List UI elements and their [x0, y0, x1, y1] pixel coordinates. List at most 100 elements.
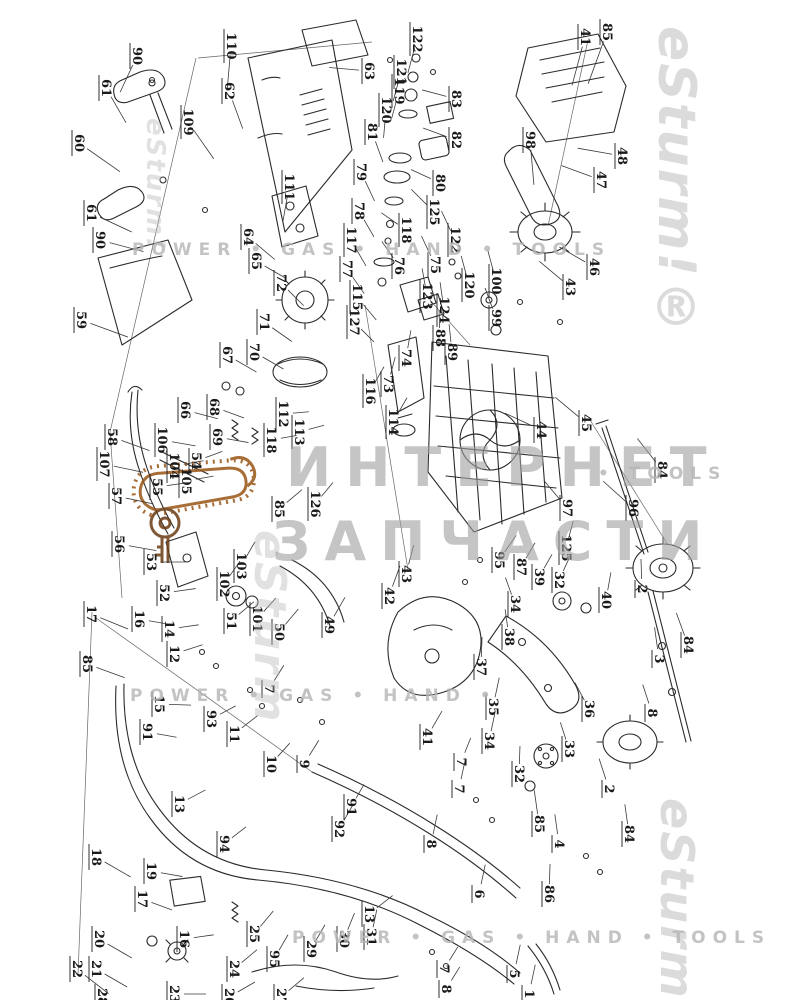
part-washer: [398, 109, 418, 119]
part-cover: [97, 239, 193, 346]
part-bolt: [235, 386, 245, 396]
part-number-callout: 61: [83, 200, 98, 226]
part-number-label: 6: [471, 889, 486, 898]
part-number-callout: 49: [321, 612, 336, 638]
part-number-callout: 103: [233, 549, 248, 583]
part-number-callout: 106: [154, 423, 169, 457]
part-number-callout: 90: [92, 227, 107, 253]
leader-line: [343, 804, 354, 821]
part-number-label: 8: [644, 708, 659, 717]
part-number-label: 37: [473, 658, 488, 676]
part-tube-end: [527, 943, 561, 995]
part-number-label: 34: [481, 732, 496, 750]
part-number-label: 18: [88, 848, 103, 866]
part-number-callout: 82: [448, 127, 463, 153]
part-number-callout: 16: [131, 606, 146, 632]
part-number-callout: 31: [363, 924, 378, 950]
leader-line: [555, 396, 579, 417]
part-number-callout: 79: [353, 159, 368, 185]
leader-line: [422, 89, 447, 97]
part-number-label: 43: [398, 565, 413, 583]
part-handle-lever: [113, 69, 166, 104]
part-bolt: [148, 79, 156, 87]
part-number-label: 25: [246, 925, 261, 943]
part-number-callout: 85: [599, 19, 614, 45]
part-number-callout: 52: [156, 580, 171, 606]
part-rod-hook: [127, 385, 143, 393]
part-number-callout: 76: [391, 253, 406, 279]
part-shaft-cone: [387, 336, 425, 413]
leader-line: [241, 715, 258, 729]
part-number-label: 99: [488, 309, 503, 327]
part-number-callout: 50: [271, 619, 286, 645]
part-deck: [515, 33, 627, 143]
leader-line: [110, 96, 127, 123]
part-number-label: 124: [436, 296, 451, 323]
part-wheel: [602, 720, 658, 764]
part-bolt: [454, 272, 462, 280]
part-number-callout: 54: [188, 448, 203, 474]
leader-line: [352, 276, 365, 294]
part-spring: [231, 901, 239, 923]
leader-line: [448, 946, 459, 961]
part-number-callout: 42: [381, 583, 396, 609]
part-number-label: 11: [226, 725, 241, 743]
leader-line: [315, 924, 326, 941]
part-number-callout: 84: [621, 821, 636, 847]
part-bolt: [582, 852, 590, 860]
leader-line: [487, 249, 494, 272]
part-number-callout: 6: [471, 885, 486, 903]
leader-line: [277, 742, 291, 757]
leader-line: [494, 677, 500, 698]
part-number-callout: 90: [129, 43, 144, 69]
part-bolt: [386, 56, 394, 64]
part-number-callout: 26: [221, 984, 236, 1000]
part-number-label: 15: [151, 695, 166, 713]
leader-line: [422, 127, 447, 137]
leader-line: [226, 55, 231, 91]
part-bolt: [516, 298, 524, 306]
part-number-callout: 72: [273, 270, 288, 296]
part-number-callout: 124: [436, 293, 451, 327]
part-number-callout: 113: [291, 415, 306, 449]
part-number-callout: 84: [680, 632, 695, 658]
leader-line: [421, 235, 432, 257]
leader-line: [280, 435, 297, 439]
part-bolt: [429, 68, 437, 76]
part-number-label: 103: [233, 552, 248, 579]
leader-line: [363, 219, 375, 238]
part-number-label: 45: [578, 414, 593, 432]
part-number-callout: 100: [488, 264, 503, 298]
leader-line: [363, 304, 377, 321]
part-number-label: 111: [281, 173, 296, 200]
part-number-callout: 27: [273, 984, 288, 1000]
part-number-label: 71: [256, 313, 271, 331]
part-rod-end: [595, 419, 609, 425]
part-mesh-vertical: [445, 355, 547, 525]
part-pulley-hub: [558, 597, 566, 605]
leader-line: [372, 909, 378, 928]
part-guard: [279, 559, 345, 627]
leader-line: [490, 713, 496, 732]
part-number-label: 123: [419, 282, 434, 309]
part-number-label: 85: [79, 655, 94, 673]
part-number-callout: 120: [378, 93, 393, 127]
part-number-label: 120: [378, 96, 393, 123]
leader-line: [168, 703, 191, 706]
part-number-callout: 116: [362, 374, 377, 408]
esturm-chainsaw-logo: [131, 456, 257, 563]
leader-line: [166, 482, 187, 487]
part-number-label: 57: [108, 487, 123, 505]
leader-line: [410, 169, 432, 180]
part-number-label: 7: [451, 784, 466, 793]
part-number-callout: 80: [432, 170, 447, 196]
leader-line: [381, 212, 399, 225]
part-number-label: 59: [73, 311, 88, 329]
leader-line: [407, 330, 412, 349]
leader-line: [562, 556, 571, 572]
part-washer: [404, 88, 418, 102]
part-nut: [385, 219, 395, 229]
leader-line: [525, 542, 536, 559]
leader-line: [183, 460, 204, 465]
